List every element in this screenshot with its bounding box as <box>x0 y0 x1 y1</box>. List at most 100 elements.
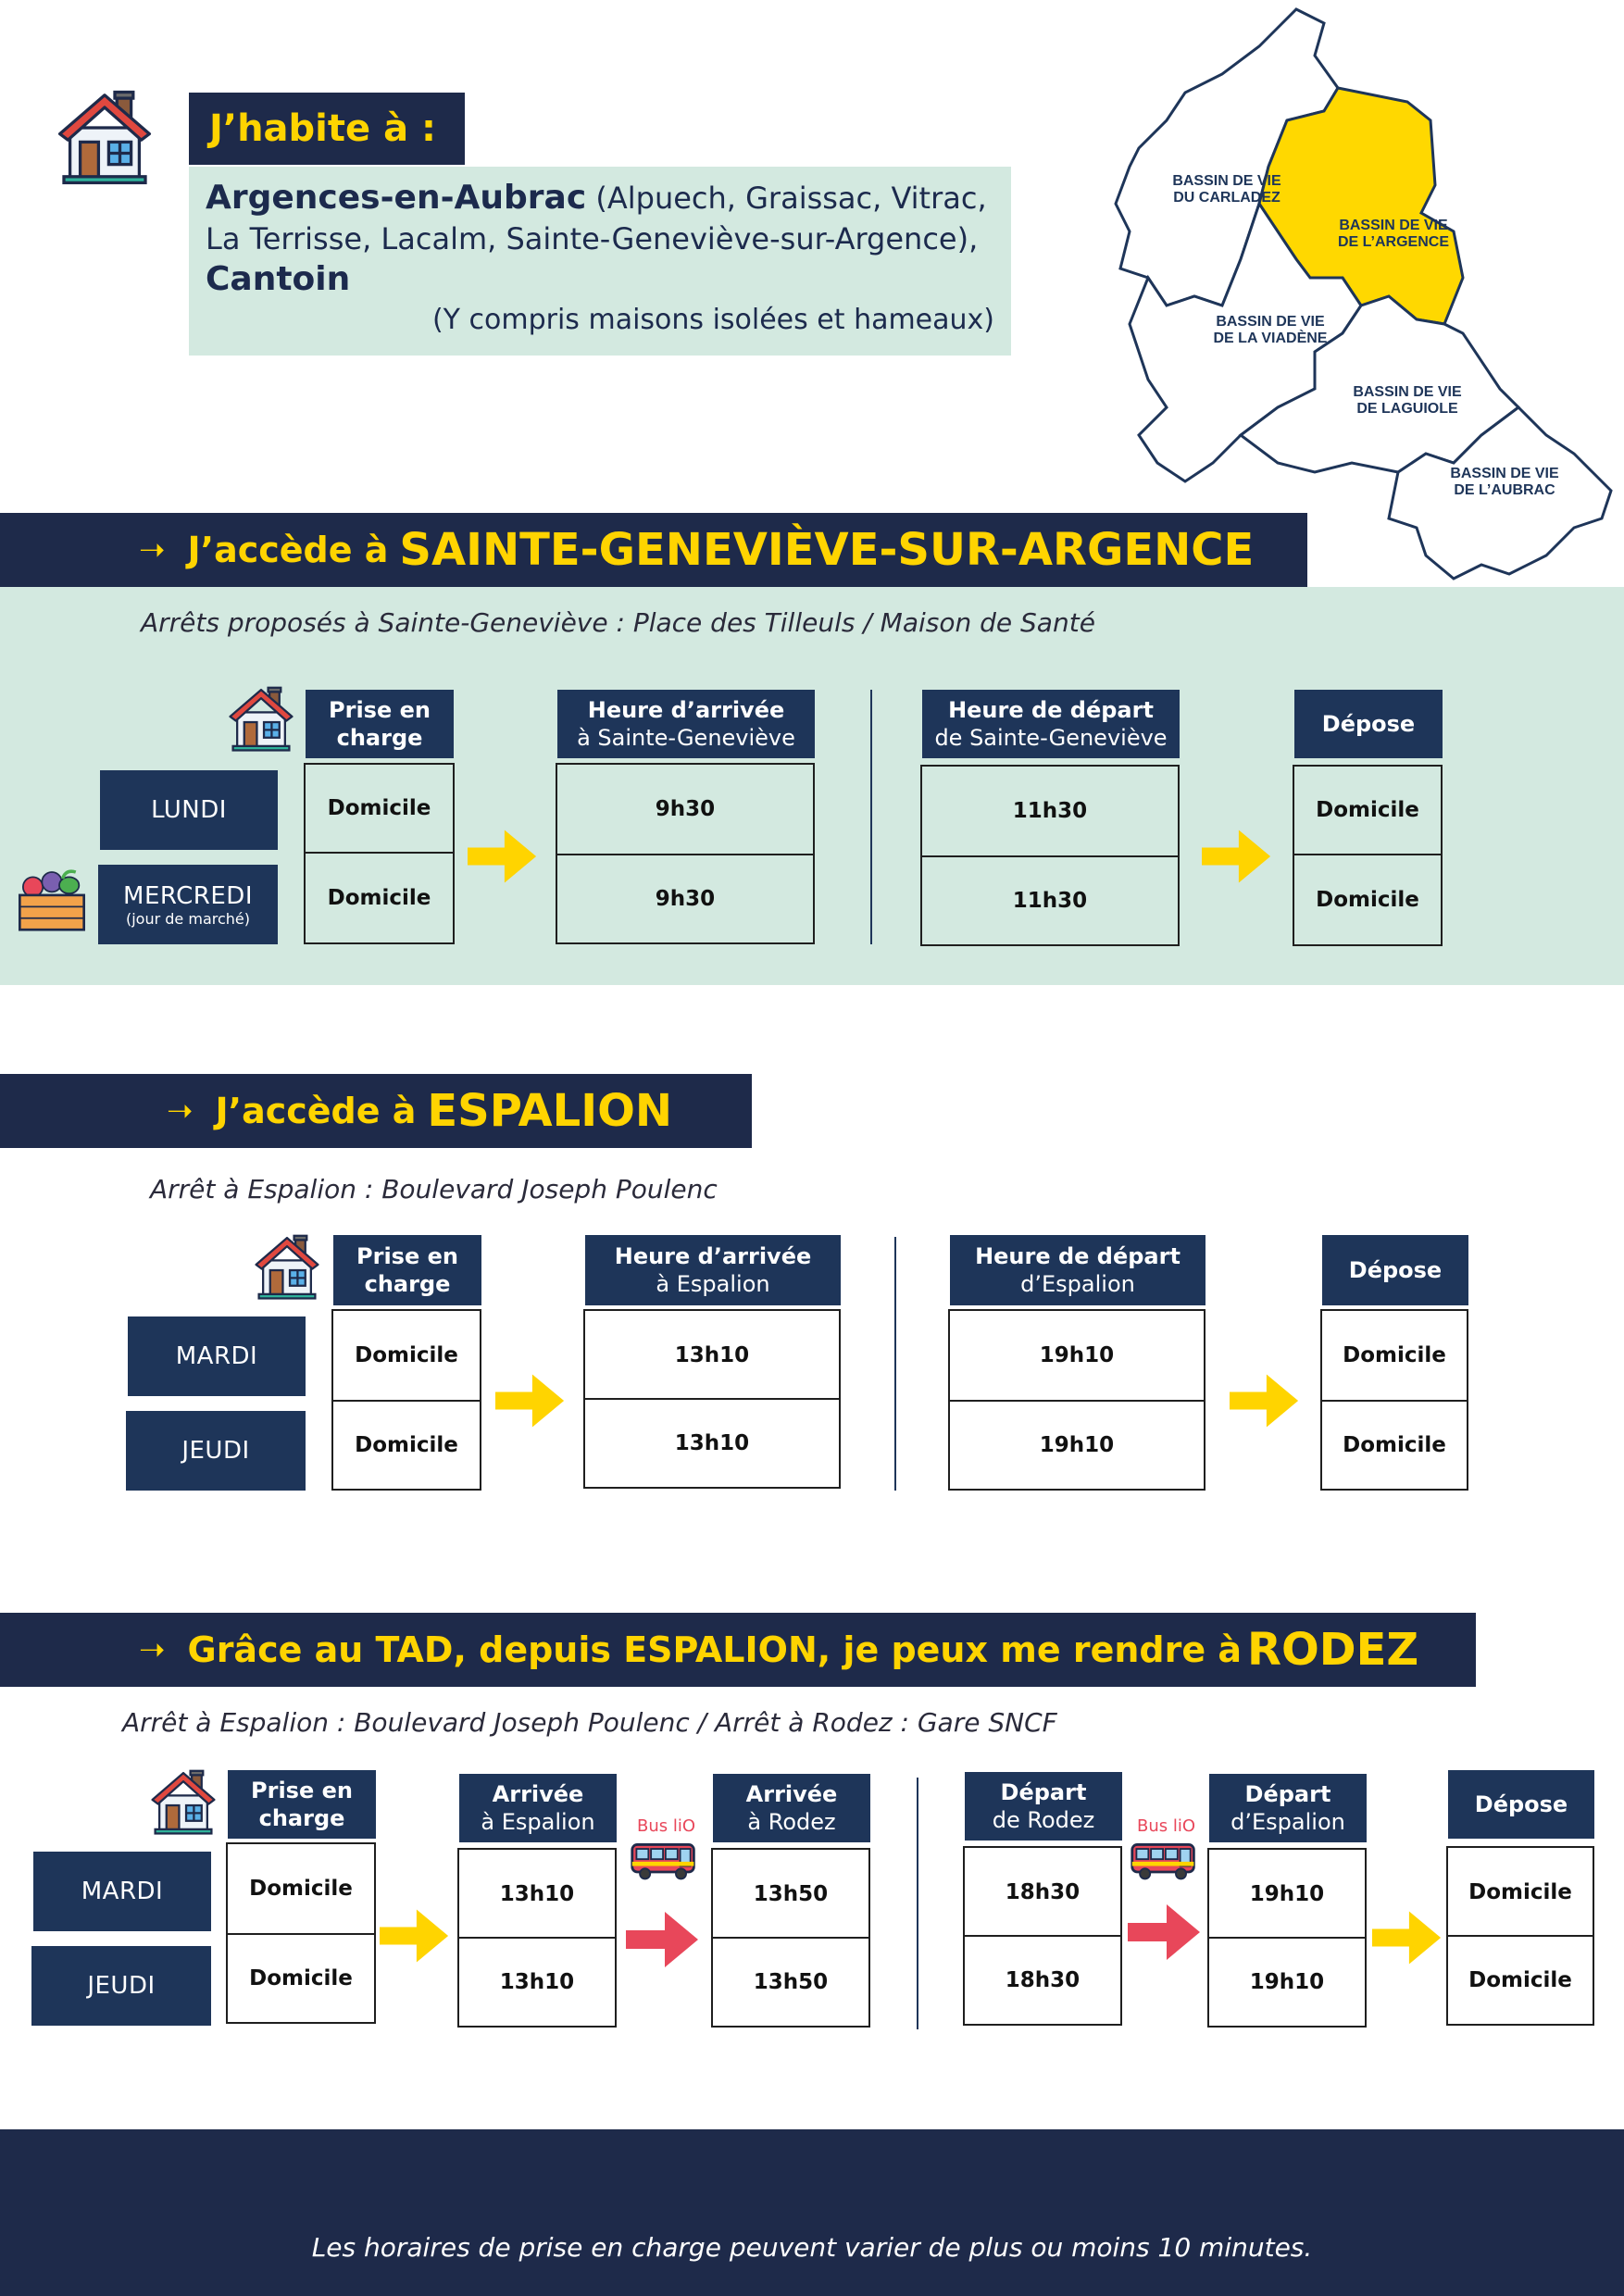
s2-departure-cell: 19h10 <box>948 1400 1206 1491</box>
s1-header-pickup: Prise en charge <box>306 690 454 758</box>
s3-arr-esp-cell: 13h10 <box>457 1848 617 1940</box>
map-label-viadene-2: DE LA VIADÈNE <box>1214 329 1328 346</box>
s1-departure-cell: 11h30 <box>920 855 1180 946</box>
s3-header-arr-esp: Arrivée à Espalion <box>459 1774 617 1842</box>
map-label-laguiole-2: DE LAGUIOLE <box>1356 401 1458 417</box>
s3-header-dep-rodez: Départ de Rodez <box>965 1772 1122 1841</box>
section2-band: ➝ J’accède à ESPALION <box>0 1074 752 1148</box>
s1-header-departure-l2: de Sainte-Geneviève <box>934 725 1168 751</box>
section3-title-prefix: Grâce au TAD, depuis ESPALION, je peux m… <box>187 1629 1242 1670</box>
s2-departure-cell: 19h10 <box>948 1309 1206 1402</box>
s1-day-lundi-label: LUNDI <box>151 796 227 824</box>
yellow-arrow-icon <box>495 1368 566 1433</box>
s3-day-jeudi: JEUDI <box>31 1946 211 2026</box>
s1-pickup-cell: Domicile <box>304 852 455 944</box>
s2-arrival-cell: 13h10 <box>583 1398 841 1489</box>
header-label-box: J’habite à : <box>189 93 465 165</box>
s2-divider <box>894 1237 896 1491</box>
s1-dropoff-cell: Domicile <box>1293 765 1443 855</box>
s1-header-pickup-l1: Prise en <box>329 697 431 723</box>
house-icon <box>252 1229 322 1305</box>
s1-header-departure-l1: Heure de départ <box>948 697 1154 723</box>
s3-bus-label: Bus liO <box>1137 1816 1196 1836</box>
s1-divider <box>870 690 872 944</box>
s3-header-dep-rodez-l1: Départ <box>1000 1779 1087 1805</box>
s3-header-dep-esp-l1: Départ <box>1244 1781 1331 1807</box>
s2-dropoff-cell: Domicile <box>1320 1400 1468 1491</box>
s2-pickup-cell: Domicile <box>331 1400 481 1491</box>
section1-arrow: ➝ <box>139 531 166 568</box>
section1-stops: Arrêts proposés à Sainte-Geneviève : Pla… <box>141 607 1095 638</box>
s2-header-departure-l2: d’Espalion <box>1020 1271 1135 1297</box>
s2-header-departure: Heure de départ d’Espalion <box>950 1235 1206 1305</box>
s2-header-pickup: Prise en charge <box>333 1235 481 1305</box>
section3-arrow: ➝ <box>139 1631 166 1668</box>
s2-day-jeudi: JEUDI <box>126 1411 306 1491</box>
s1-day-lundi: LUNDI <box>100 770 278 850</box>
red-arrow-icon <box>1128 1900 1202 1965</box>
s3-pickup-cell: Domicile <box>226 1933 376 2024</box>
s3-header-arr-rodez: Arrivée à Rodez <box>713 1774 870 1842</box>
section3-band: ➝ Grâce au TAD, depuis ESPALION, je peux… <box>0 1613 1476 1687</box>
section3-stops: Arrêt à Espalion : Boulevard Joseph Poul… <box>122 1707 1057 1738</box>
header-towns-line2: La Terrisse, Lacalm, Sainte-Geneviève-su… <box>206 221 979 256</box>
s1-header-arrival-l2: à Sainte-Geneviève <box>577 725 795 751</box>
s3-day-jeudi-label: JEUDI <box>87 1972 156 2000</box>
header-towns-box: Argences-en-Aubrac (Alpuech, Graissac, V… <box>189 167 1011 356</box>
yellow-arrow-icon <box>468 824 538 889</box>
footer: Les horaires de prise en charge peuvent … <box>0 2129 1624 2296</box>
s3-dep-rodez-cell: 18h30 <box>963 1846 1122 1939</box>
yellow-arrow-icon <box>1372 1905 1443 1970</box>
header-note: (Y compris maisons isolées et hameaux) <box>431 304 994 336</box>
s2-header-pickup-l2: charge <box>364 1271 451 1297</box>
map-label-carladez-2: DU CARLADEZ <box>1173 190 1280 206</box>
section2-stops: Arrêt à Espalion : Boulevard Joseph Poul… <box>150 1174 718 1204</box>
s1-header-dropoff: Dépose <box>1294 690 1443 758</box>
s1-dropoff-cell: Domicile <box>1293 854 1443 946</box>
map-label-argence-1: BASSIN DE VIE <box>1339 218 1448 233</box>
s3-bus-label: Bus liO <box>637 1816 696 1836</box>
s3-arr-rodez-cell: 13h50 <box>711 1937 870 2028</box>
s2-header-arrival: Heure d’arrivée à Espalion <box>585 1235 841 1305</box>
map-label-argence-2: DE L’ARGENCE <box>1338 234 1449 250</box>
section1-title-bold: SAINTE-GENEVIÈVE-SUR-ARGENCE <box>399 524 1255 576</box>
s3-arr-rodez-cell: 13h50 <box>711 1848 870 1940</box>
section1-band: ➝ J’accède à SAINTE-GENEVIÈVE-SUR-ARGENC… <box>0 513 1307 587</box>
s2-header-arrival-l2: à Espalion <box>656 1271 770 1297</box>
map-label-laguiole-1: BASSIN DE VIE <box>1353 384 1462 400</box>
section2-title-prefix: J’accède à <box>215 1091 417 1131</box>
footer-note: Les horaires de prise en charge peuvent … <box>311 2232 1313 2263</box>
s3-header-arr-rodez-l1: Arrivée <box>745 1781 838 1807</box>
s1-header-pickup-l2: charge <box>336 725 423 751</box>
s2-header-departure-l1: Heure de départ <box>975 1243 1181 1269</box>
map-label-carladez-1: BASSIN DE VIE <box>1172 173 1281 189</box>
s3-header-dep-esp: Départ d’Espalion <box>1209 1774 1367 1842</box>
s3-dep-rodez-cell: 18h30 <box>963 1935 1122 2026</box>
s3-dropoff-cell: Domicile <box>1446 1935 1594 2026</box>
s1-header-dropoff-label: Dépose <box>1321 711 1416 737</box>
house-icon <box>54 83 156 193</box>
s3-header-pickup-l2: charge <box>258 1805 345 1831</box>
s2-header-dropoff-label: Dépose <box>1348 1257 1443 1283</box>
s1-header-arrival: Heure d’arrivée à Sainte-Geneviève <box>557 690 815 758</box>
s1-arrival-cell: 9h30 <box>556 854 815 944</box>
s3-header-dropoff-label: Dépose <box>1474 1791 1568 1817</box>
town-list-1: (Alpuech, Graissac, Vitrac, <box>586 181 987 216</box>
s1-arrival-cell: 9h30 <box>556 763 815 855</box>
s1-day-mercredi: MERCREDI (jour de marché) <box>98 865 278 944</box>
s3-day-mardi-label: MARDI <box>81 1878 164 1905</box>
s1-day-mercredi-note: (jour de marché) <box>125 909 250 928</box>
s3-header-arr-rodez-l2: à Rodez <box>747 1809 836 1835</box>
town2-bold: Cantoin <box>206 260 351 298</box>
yellow-arrow-icon <box>1230 1368 1300 1433</box>
bus-icon <box>1130 1841 1198 1881</box>
s2-dropoff-cell: Domicile <box>1320 1309 1468 1402</box>
s3-arr-esp-cell: 13h10 <box>457 1937 617 2028</box>
s3-pickup-cell: Domicile <box>226 1842 376 1935</box>
section3-title-bold: RODEZ <box>1246 1624 1419 1676</box>
map-label-aubrac-1: BASSIN DE VIE <box>1450 466 1559 481</box>
yellow-arrow-icon <box>1202 824 1272 889</box>
section2-arrow: ➝ <box>167 1092 194 1129</box>
region-map: BASSIN DE VIE DU CARLADEZ BASSIN DE VIE … <box>1114 7 1613 580</box>
s1-header-departure: Heure de départ de Sainte-Geneviève <box>922 690 1180 758</box>
